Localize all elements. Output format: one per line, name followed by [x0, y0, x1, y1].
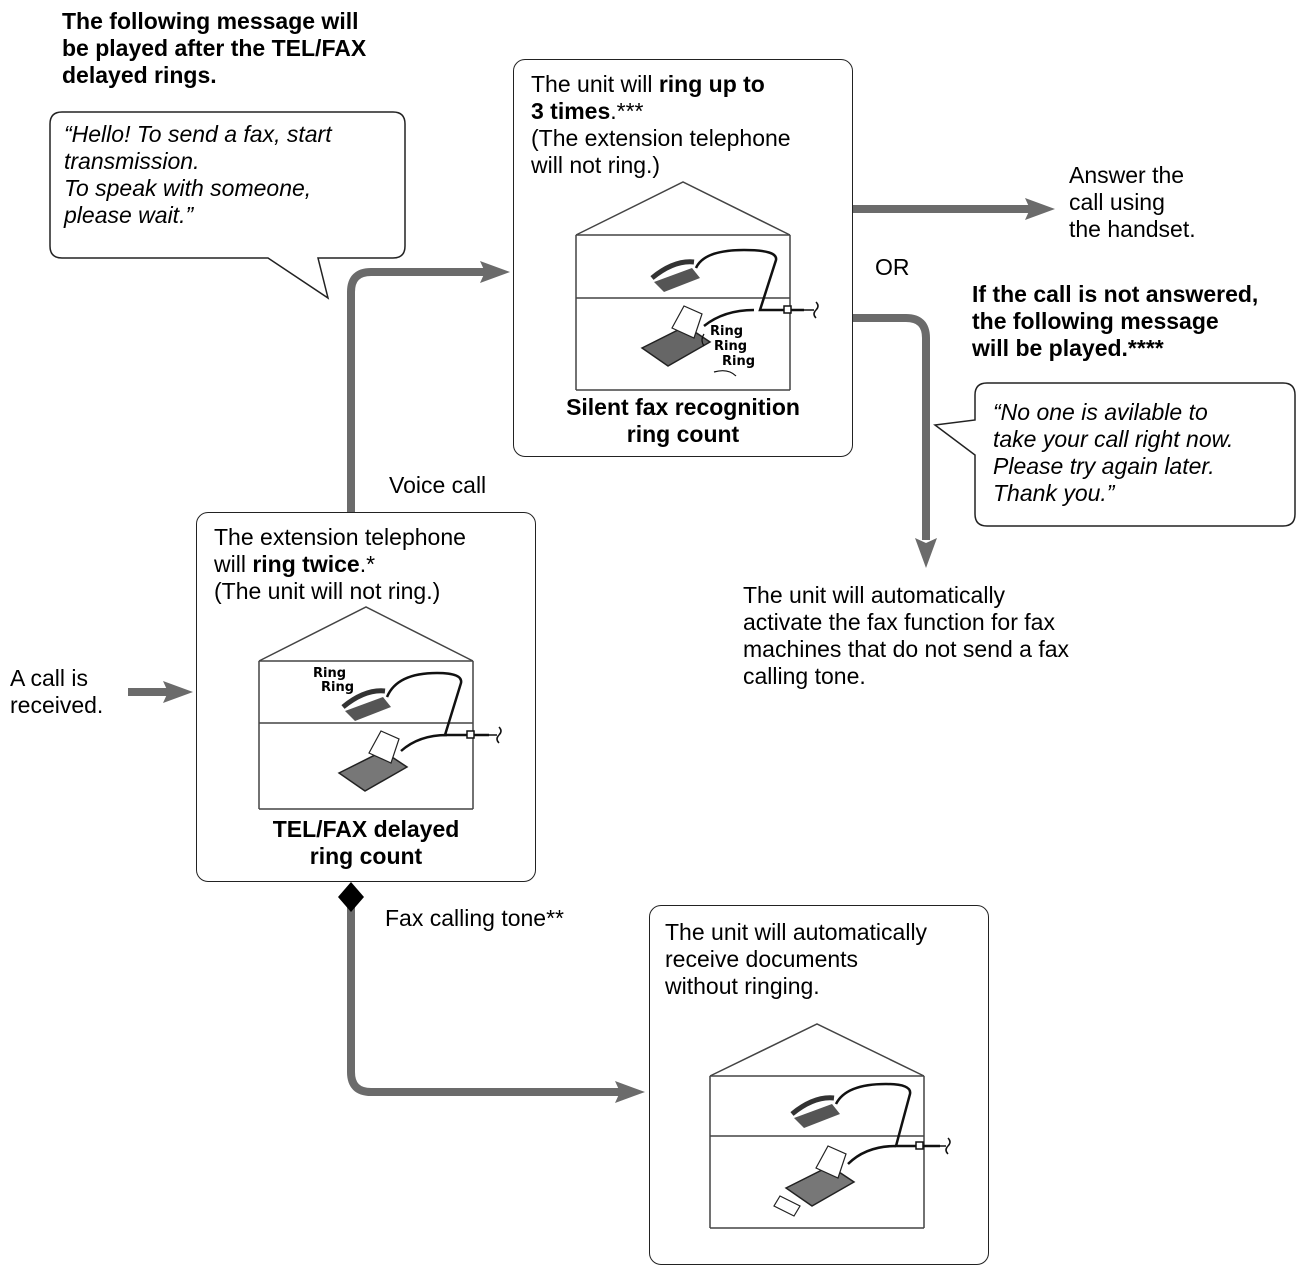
telephone-icon [650, 259, 700, 292]
house-illustration-silent: Ring Ring Ring [575, 181, 819, 391]
answer-line: Answer the [1069, 162, 1185, 188]
bubble-line: Thank you.” [993, 480, 1115, 506]
voice-call-label: Voice call [389, 472, 487, 498]
auto-fax-line: calling tone. [743, 663, 866, 689]
call-received-line: received. [10, 692, 104, 718]
call-received-text: A call is received. [10, 665, 103, 719]
house-icon [575, 181, 791, 391]
heading-line: be played after the TEL/FAX [62, 35, 367, 61]
bubble-noone-shape [933, 382, 1296, 527]
text-bold: ring up to [658, 71, 765, 97]
arrow-fax-calling-tone [338, 882, 645, 1103]
bubble-hello-shape [49, 111, 406, 300]
bubble-line: To speak with someone, [64, 175, 312, 201]
fax-machine-icon [773, 1145, 856, 1217]
ring-label: Ring [714, 339, 747, 354]
bubble-hello-text: “Hello! To send a fax, start transmissio… [64, 121, 332, 229]
auto-fax-line: activate the fax function for fax [743, 609, 1055, 635]
ring-label: Ring [722, 354, 755, 369]
box-silent-fax-recognition: The unit will ring up to 3 times.*** (Th… [513, 59, 853, 457]
heading-line: the following message [972, 308, 1219, 334]
text-span: will [214, 551, 253, 577]
ring-label: Ring [321, 680, 354, 695]
bubble-line: Please try again later. [993, 453, 1215, 479]
heading-line: delayed rings. [62, 62, 217, 88]
box-silent-line2: 3 times.*** [531, 98, 851, 125]
text-bold: 3 times [531, 98, 611, 124]
arrow-voice-call [347, 261, 510, 512]
box-silent-text: The unit will ring up to 3 times.*** (Th… [531, 71, 851, 179]
telephone-icon [790, 1095, 840, 1128]
caption-line: Silent fax recognition [566, 394, 800, 420]
arrow-call-received [128, 681, 193, 703]
answer-line: the handset. [1069, 216, 1196, 242]
bubble-line: “Hello! To send a fax, start [64, 121, 332, 147]
not-answered-heading: If the call is not answered, the followi… [972, 281, 1258, 362]
or-label: OR [875, 254, 910, 280]
box-receive-line: The unit will automatically [665, 919, 928, 945]
answer-call-text: Answer the call using the handset. [1069, 162, 1196, 243]
heading-line: If the call is not answered, [972, 281, 1259, 307]
heading-telfax-message: The following message will be played aft… [62, 8, 366, 89]
box-silent-caption: Silent fax recognition ring count [514, 394, 852, 448]
ring-label: Ring [313, 666, 346, 681]
caption-line: TEL/FAX delayed [272, 816, 460, 842]
arrow-not-answered [852, 314, 937, 568]
arrow-answer [852, 198, 1055, 220]
box-telfax-caption: TEL/FAX delayed ring count [197, 816, 535, 870]
call-received-line: A call is [10, 665, 88, 691]
caption-line: ring count [626, 421, 740, 447]
bubble-line: take your call right now. [993, 426, 1234, 452]
box-receive-line: receive documents [665, 946, 859, 972]
box-silent-line4: will not ring.) [531, 152, 661, 178]
house-illustration-receive [709, 1023, 951, 1229]
box-telfax-line1: The extension telephone [214, 524, 466, 550]
box-silent-line3: (The extension telephone [531, 125, 791, 151]
bubble-line: please wait.” [64, 202, 194, 228]
box-receive-text: The unit will automatically receive docu… [665, 919, 985, 1000]
heading-line: will be played.**** [972, 335, 1164, 361]
auto-fax-line: machines that do not send a fax [743, 636, 1070, 662]
box-telfax-text: The extension telephone will ring twice.… [214, 524, 534, 605]
box-silent-line1: The unit will ring up to [531, 71, 851, 98]
text-span: .* [359, 551, 376, 577]
box-telfax-delayed: The extension telephone will ring twice.… [196, 512, 536, 882]
box-telfax-line2: will ring twice.* [214, 551, 534, 578]
bubble-noone-text: “No one is avilable to take your call ri… [993, 399, 1233, 507]
ring-label: Ring [710, 324, 743, 339]
text-span: The unit will [531, 71, 659, 97]
phone-jack-icon [783, 301, 819, 319]
fax-machine-icon [640, 305, 712, 367]
bubble-line: transmission. [64, 148, 200, 174]
phone-jack-icon [466, 726, 502, 744]
telephone-icon [341, 688, 391, 721]
bubble-line: “No one is avilable to [993, 399, 1208, 425]
auto-fax-line: The unit will automatically [743, 582, 1006, 608]
fax-machine-icon [337, 730, 409, 792]
box-telfax-line3: (The unit will not ring.) [214, 578, 441, 604]
answer-line: call using [1069, 189, 1165, 215]
caption-line: ring count [309, 843, 423, 869]
house-icon [709, 1023, 925, 1229]
fax-calling-tone-label: Fax calling tone** [385, 905, 564, 931]
text-bold: ring twice [252, 551, 360, 577]
auto-fax-text: The unit will automatically activate the… [743, 582, 1069, 690]
box-receive-line: without ringing. [665, 973, 820, 999]
text-span: .*** [610, 98, 644, 124]
heading-line: The following message will [62, 8, 359, 34]
house-illustration-telfax: Ring Ring [258, 606, 502, 810]
box-receive-documents: The unit will automatically receive docu… [649, 905, 989, 1265]
phone-jack-icon [915, 1137, 951, 1155]
